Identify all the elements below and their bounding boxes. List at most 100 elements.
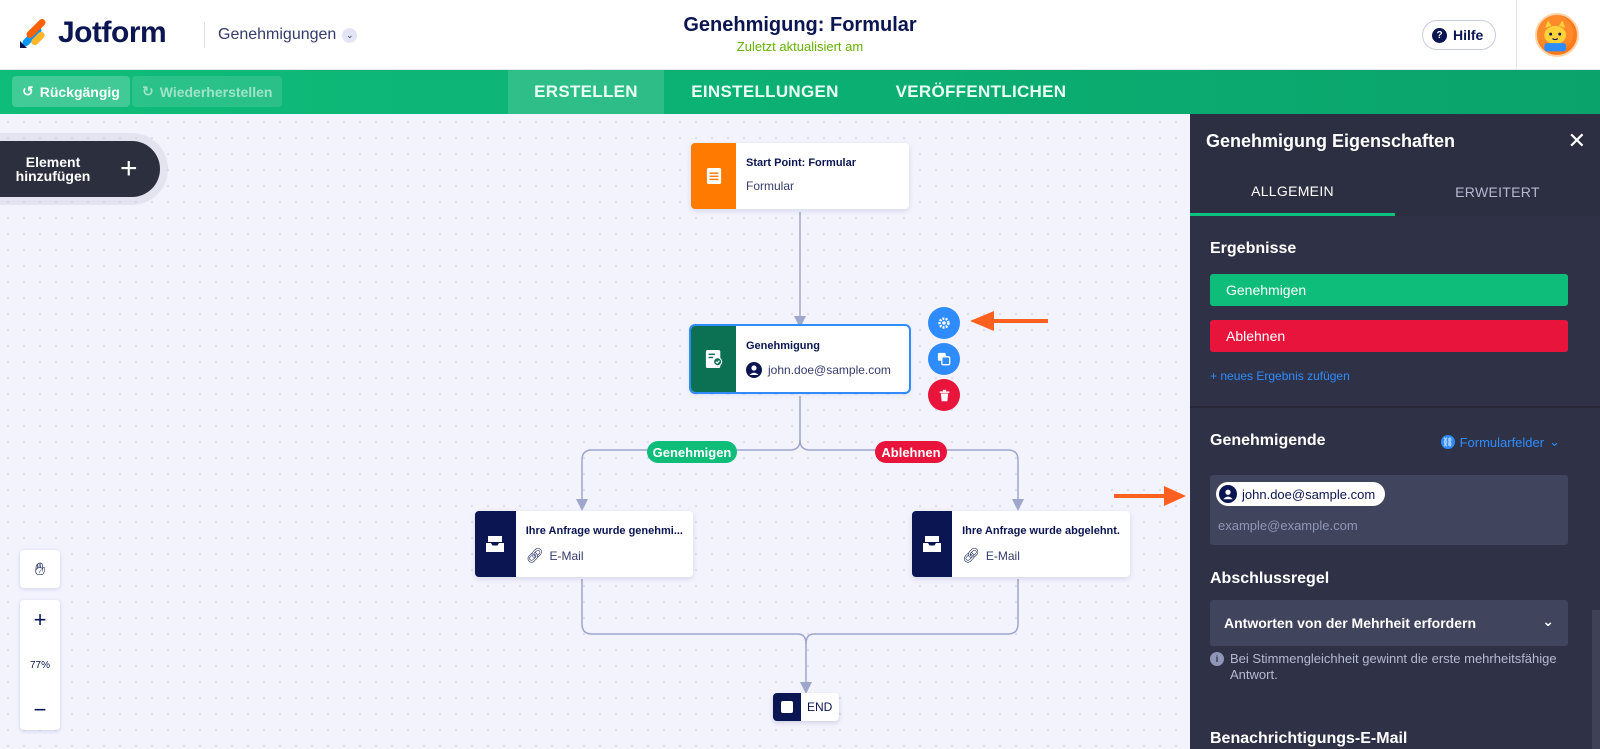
header-divider [204, 22, 205, 48]
flow-connectors [576, 212, 1048, 694]
help-button[interactable]: ? Hilfe [1422, 20, 1497, 50]
panel-scrollbar[interactable] [1592, 610, 1600, 749]
node-start-subtitle: Formular [746, 179, 795, 193]
node-email-rejected-title: Ihre Anfrage wurde abgelehnt. [962, 525, 1120, 537]
pan-tool-button[interactable]: ✋︎ [20, 550, 60, 588]
top-header: Jotform Genehmigungen ⌄ Genehmigung: For… [0, 0, 1600, 70]
annotation-arrow-approvers [1114, 486, 1186, 506]
tab-einstellungen[interactable]: EINSTELLUNGEN [691, 82, 839, 101]
form-type-select[interactable]: Genehmigungen ⌄ [218, 26, 358, 44]
jotform-logo-icon [20, 18, 46, 48]
connector-approve-end [581, 579, 812, 694]
node-email-rejected[interactable]: Ihre Anfrage wurde abgelehnt. 🔗︎ E-Mail [912, 511, 1130, 577]
add-element-button[interactable]: Element hinzufügen + [0, 141, 160, 197]
chevron-down-icon: ⌄ [1549, 434, 1560, 449]
header-divider-right [1516, 0, 1517, 70]
builder-tabs: ERSTELLEN EINSTELLUNGEN VERÖFFENTLICHEN [508, 70, 1096, 114]
node-email-approved-type: 🔗︎ E-Mail [526, 547, 683, 564]
question-icon: ? [1432, 27, 1447, 43]
close-icon[interactable]: ✕ [1567, 128, 1586, 153]
tie-note: i Bei Stimmengleichheit gewinnt die erst… [1210, 651, 1580, 683]
add-result-link[interactable]: + neues Ergebnis zufügen [1210, 369, 1350, 383]
zoom-out-button[interactable]: − [33, 697, 47, 722]
node-approval-assignee: john.doe@sample.com [746, 362, 891, 378]
chevron-down-icon: ⌄ [1542, 613, 1554, 629]
zoom-in-button[interactable]: + [33, 607, 47, 632]
undo-icon: ↺ [22, 83, 34, 99]
node-start-title: Start Point: Formular [746, 157, 857, 169]
completion-rule-title: Abschlussregel [1210, 570, 1330, 587]
tab-erweitert[interactable]: ERWEITERT [1455, 184, 1540, 200]
connector-approval-reject [799, 439, 1024, 511]
undo-button[interactable]: ↺ Rückgängig [12, 76, 130, 107]
approver-chip-email: john.doe@sample.com [1242, 486, 1376, 502]
node-email-rejected-type: 🔗︎ E-Mail [962, 547, 1120, 564]
email-type-label: E-Mail [549, 548, 584, 563]
completion-rule-value: Antworten von der Mehrheit erfordern [1224, 615, 1477, 631]
result-approve[interactable]: Genehmigen [1210, 274, 1568, 306]
jotform-logo[interactable]: Jotform [18, 16, 167, 50]
assignee-email: john.doe@sample.com [768, 363, 891, 377]
node-start-form[interactable]: Start Point: Formular Formular [691, 143, 909, 209]
workflow-canvas[interactable] [0, 114, 1190, 749]
duplicate-icon [937, 352, 951, 366]
plus-icon: + [120, 152, 138, 185]
result-reject[interactable]: Ablehnen [1210, 320, 1568, 352]
trash-icon [939, 389, 949, 401]
node-approval-title: Genehmigung [746, 340, 820, 352]
info-icon: i [1210, 652, 1224, 666]
brand-name: Jotform [58, 16, 167, 49]
node-email-approved[interactable]: Ihre Anfrage wurde genehmi... 🔗︎ E-Mail [475, 511, 693, 577]
node-delete-button[interactable] [928, 379, 960, 411]
annotation-arrow-settings [970, 311, 1048, 331]
form-fields-dropdown[interactable]: ⛓ Formularfelder ⌄ [1440, 434, 1560, 450]
form-type-label: Genehmigungen [218, 26, 337, 43]
zoom-level: 77% [29, 659, 50, 671]
properties-panel: Genehmigung Eigenschaften ✕ ALLGEMEIN ER… [1190, 114, 1600, 749]
node-duplicate-button[interactable] [928, 343, 960, 375]
builder-toolbar: ↺ Rückgängig ↻ Wiederherstellen ERSTELLE… [0, 70, 1600, 114]
end-label: END [807, 700, 833, 714]
redo-button[interactable]: ↻ Wiederherstellen [132, 76, 283, 107]
link-icon: ⛓ [1440, 435, 1455, 449]
panel-tabs: ALLGEMEIN ERWEITERT [1190, 168, 1600, 216]
approver-chip[interactable]: john.doe@sample.com [1216, 482, 1386, 506]
panel-title: Genehmigung Eigenschaften [1206, 130, 1456, 151]
form-fields-label: Formularfelder [1459, 434, 1545, 450]
stop-icon [773, 693, 801, 721]
hand-icon: ✋︎ [34, 558, 46, 579]
form-icon [691, 143, 736, 209]
tab-veroeffentlichen[interactable]: VERÖFFENTLICHEN [895, 82, 1067, 101]
avatar-cat-icon [1537, 15, 1574, 52]
user-avatar[interactable] [1535, 13, 1579, 57]
email-inbox-icon [475, 511, 516, 577]
node-settings-button[interactable] [928, 307, 960, 339]
link-icon: 🔗︎ [525, 547, 544, 563]
node-email-approved-title: Ihre Anfrage wurde genehmi... [525, 525, 683, 537]
completion-rule-select[interactable]: Antworten von der Mehrheit erfordern ⌄ [1210, 600, 1568, 646]
tie-note-text: Bei Stimmengleichheit gewinnt die erste … [1230, 651, 1557, 682]
panel-header: Genehmigung Eigenschaften ✕ [1190, 114, 1600, 168]
node-end[interactable]: END [773, 693, 839, 721]
results-title: Ergebnisse [1210, 240, 1297, 257]
user-icon [1219, 485, 1237, 503]
section-divider [1190, 406, 1600, 408]
approval-icon [691, 326, 736, 392]
redo-icon: ↻ [142, 83, 154, 99]
tab-erstellen[interactable]: ERSTELLEN [508, 70, 664, 114]
add-element-label: Element hinzufügen [15, 154, 91, 184]
email-inbox-icon [912, 511, 953, 577]
branch-reject-label[interactable]: Ablehnen [875, 441, 947, 463]
approvers-title: Genehmigende [1210, 432, 1326, 449]
help-label: Hilfe [1453, 27, 1484, 43]
approver-placeholder: example@example.com [1218, 518, 1358, 533]
user-icon [746, 362, 762, 378]
undo-label: Rückgängig [39, 83, 120, 100]
branch-approve-label[interactable]: Genehmigen [647, 441, 737, 463]
tab-allgemein[interactable]: ALLGEMEIN [1190, 168, 1395, 216]
zoom-controls: + 77% − [20, 600, 60, 730]
chevron-down-icon: ⌄ [342, 27, 358, 43]
approvers-input[interactable]: john.doe@sample.com example@example.com [1210, 475, 1568, 545]
node-approval[interactable]: Genehmigung john.doe@sample.com [689, 324, 911, 394]
